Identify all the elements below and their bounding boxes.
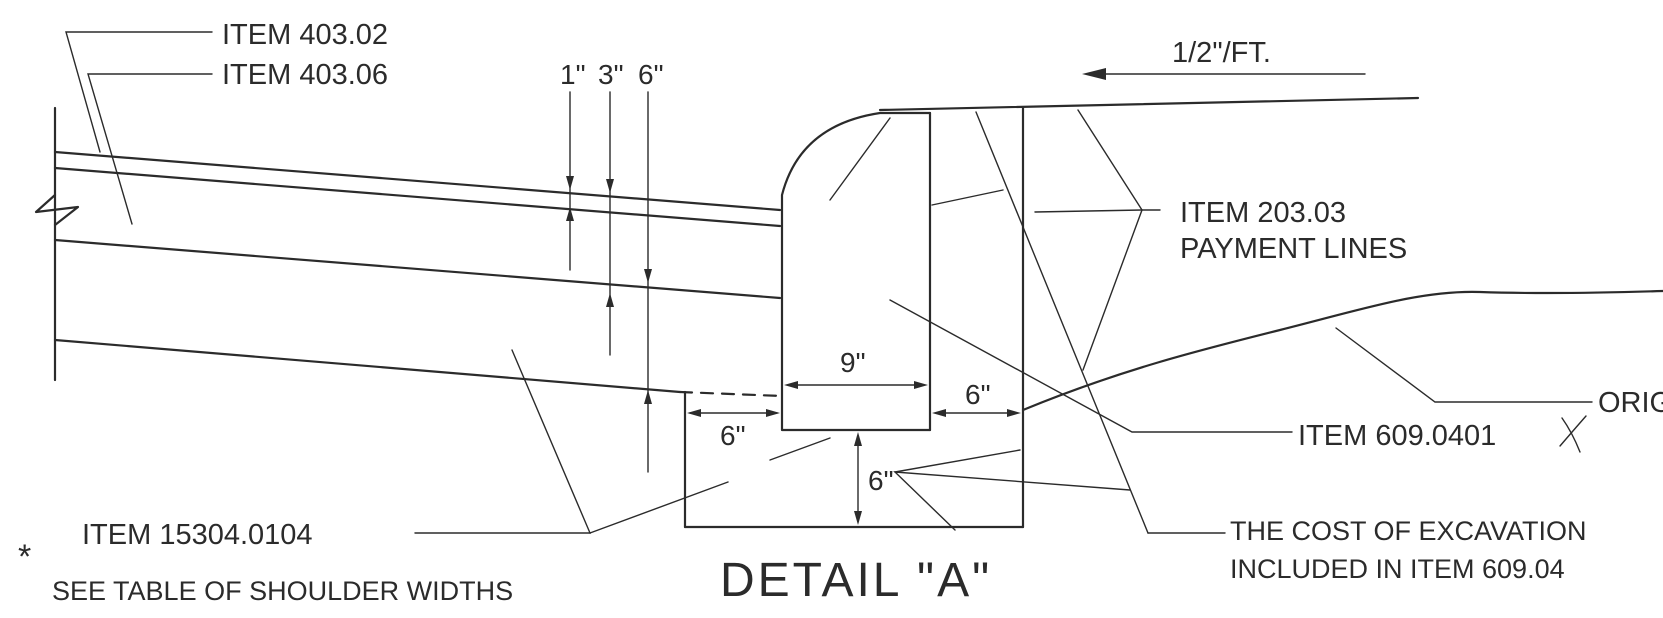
detail-title: DETAIL "A": [720, 554, 992, 607]
leader-203-03: [1082, 209, 1161, 371]
leader-lines: [65, 31, 1593, 534]
label-item-403-02: ITEM 403.02: [222, 19, 388, 51]
label-footnote: SEE TABLE OF SHOULDER WIDTHS: [52, 576, 513, 606]
dim-1in-arrow-top: [566, 176, 574, 190]
leader-609-0401: [889, 299, 1293, 433]
dim-6in-right-arrow-left: [932, 409, 946, 417]
label-dim-6in-right: 6": [965, 379, 991, 410]
leader-6in-bottom: [893, 471, 1131, 531]
pavement-layers: [34, 106, 784, 398]
labels: ITEM 403.02 ITEM 403.06 1" 3" 6" 1/2"/FT…: [18, 19, 1663, 607]
label-orig: ORIG: [1598, 387, 1663, 419]
dim-9in-arrow-right: [914, 381, 928, 389]
leader-6in-bottom-b: [894, 449, 1021, 473]
dim-3in-arrow-top: [606, 179, 614, 193]
dim-6in-bottom-arrow-top: [854, 432, 862, 446]
label-item-203-03: ITEM 203.03: [1180, 197, 1346, 229]
finished-grade-line: [878, 96, 1420, 112]
dim-9in-arrow-left: [784, 381, 798, 389]
leader-203-03-c: [1034, 209, 1143, 213]
dim-6in-left-arrow-right: [766, 409, 780, 417]
label-dim-9in: 9": [840, 347, 866, 378]
label-item-403-06: ITEM 403.06: [222, 59, 388, 91]
dim-3in-arrow-bottom: [606, 293, 614, 307]
slope-arrow-head: [1082, 68, 1106, 80]
curb-dimension-lines: [687, 381, 1021, 525]
slope-arrow: [1082, 68, 1366, 80]
leader-403-06: [87, 73, 213, 225]
label-dim-6in-bottom: 6": [868, 465, 894, 496]
layer-line-2: [53, 166, 782, 228]
layer-dimension-lines: [566, 91, 652, 473]
dim-6in-bottom-arrow-bottom: [854, 511, 862, 525]
label-cost-line2: INCLUDED IN ITEM 609.04: [1230, 554, 1565, 584]
subbase-dashed-line: [678, 390, 784, 398]
label-dim-1in: 1": [560, 59, 586, 90]
label-dim-3in: 3": [598, 59, 624, 90]
leader-curb-face: [829, 117, 891, 201]
layer-line-top: [53, 150, 782, 212]
original-ground-line: [1021, 289, 1663, 412]
label-item-15304-0104: ITEM 15304.0104: [82, 519, 313, 551]
dim-6in-arrow-top: [644, 269, 652, 283]
leader-203-03-b: [1077, 109, 1143, 211]
label-dim-6in: 6": [638, 59, 664, 90]
label-cost-line1: THE COST OF EXCAVATION: [1230, 516, 1587, 546]
dim-1in-arrow-bottom: [566, 207, 574, 221]
excavation-box: [683, 390, 1025, 529]
leader-6in-left: [769, 437, 831, 461]
dim-6in-left-arrow-left: [687, 409, 701, 417]
leader-curb-back: [931, 189, 1004, 206]
label-slope: 1/2"/FT.: [1172, 37, 1271, 69]
label-payment-lines: PAYMENT LINES: [1180, 233, 1407, 265]
leader-orig: [1335, 327, 1593, 403]
label-item-609-0401: ITEM 609.0401: [1298, 420, 1496, 452]
leader-15304-b: [589, 481, 729, 534]
curb-outline: [780, 111, 932, 432]
layer-line-bottom: [53, 338, 682, 394]
handwritten-x-mark: [1559, 415, 1587, 453]
dim-6in-right-arrow-right: [1007, 409, 1021, 417]
layer-line-3: [53, 238, 782, 300]
footnote-star: *: [18, 538, 31, 576]
label-dim-6in-left: 6": [720, 420, 746, 451]
break-line: [34, 193, 80, 227]
dim-6in-arrow-bottom: [644, 390, 652, 404]
curb: [780, 96, 1420, 529]
leader-403-02: [65, 31, 213, 153]
